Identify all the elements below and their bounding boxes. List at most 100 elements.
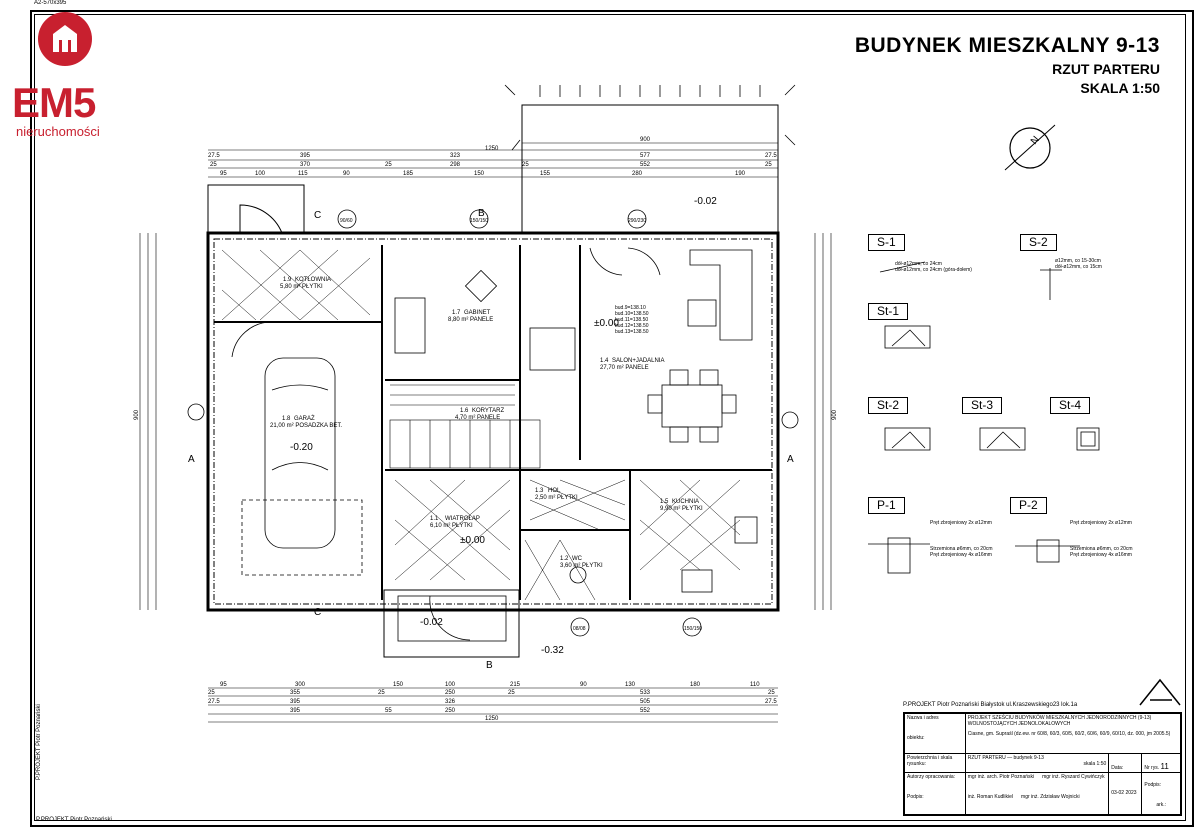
side-company-text: P.PROJEKT Piotr Poznański (36, 704, 42, 780)
room-name: SALON+JADALNIA (612, 358, 665, 364)
elevation-note: bud.13=138.50 (615, 329, 649, 335)
dim-label: 150 (474, 171, 485, 177)
detail-label-p2: P-2 (1010, 497, 1047, 514)
room-name: WC (572, 556, 583, 562)
section-marker: B (478, 208, 485, 219)
section-marker: C (314, 210, 321, 221)
dim-label: 90 (343, 171, 350, 177)
dim-label: 90 (580, 682, 587, 688)
dim-label: 25 (765, 162, 772, 168)
detail-label-p1: P-1 (868, 497, 905, 514)
dim-label: 95 (220, 682, 227, 688)
tb-address: Ciasne, gm. Supraśl (dz.ew. nr 60/8, 60/… (967, 731, 1171, 737)
dim-label: 250 (445, 708, 456, 714)
dim-label: 95 (220, 171, 227, 177)
tb-label: Nazwa i adres (907, 715, 939, 721)
detail-sections (868, 261, 1100, 574)
room-number: 1.1 (430, 516, 439, 522)
drawing-frame (30, 10, 1194, 827)
dim-label: 300 (295, 682, 306, 688)
dim-label: 27.5 (208, 153, 220, 159)
living-furniture (647, 249, 753, 443)
room-name: KUCHNIA (672, 499, 699, 505)
dim-label: 27.5 (208, 699, 220, 705)
level-mark: ±0.00 (594, 318, 619, 329)
dim-label: 395 (290, 708, 301, 714)
window-markers (187, 209, 799, 637)
room-area: 2,50 m² PŁYTKI (535, 495, 578, 501)
detail-label-st2: St-2 (868, 397, 909, 414)
tb-label: obiektu: (907, 735, 925, 741)
sun-rays (504, 84, 796, 151)
elevation-note: bud.10=138.50 (615, 311, 649, 317)
tb-label: Data: (1108, 753, 1143, 773)
dim-label: 533 (640, 690, 651, 696)
north-arrow-icon (1009, 127, 1051, 169)
room-name: HOL (548, 488, 561, 494)
tb-author: mgr inż. arch. Piotr Poznański (967, 773, 1035, 780)
elevation-note: bud.11=138.50 (615, 317, 648, 323)
tb-date: 03-02 2023 (1108, 771, 1143, 816)
tb-label: Podpis: (907, 793, 924, 800)
tile-hatch (221, 249, 741, 601)
room-number: 1.6 (460, 408, 469, 414)
room-number: 1.9 (283, 277, 292, 283)
dim-label: 577 (640, 153, 651, 159)
dim-label: 100 (255, 171, 266, 177)
sheet-format-label: A2-570x395 (34, 0, 67, 6)
dim-label: 250 (445, 690, 456, 696)
room-number: 1.7 (452, 310, 461, 316)
dim-label: 185 (403, 171, 414, 177)
dim-label: 27.5 (765, 699, 777, 705)
exterior-wall (206, 231, 780, 612)
dim-label: 323 (450, 153, 461, 159)
detail-label-s2: S-2 (1020, 234, 1057, 251)
dim-label: 280 (632, 171, 643, 177)
tb-label: Podpis: (1144, 781, 1162, 788)
logo-brand: EM5 (12, 79, 96, 126)
tb-label: Nr rys. (1144, 764, 1160, 771)
stairs (389, 384, 541, 469)
logo-subtitle: nieruchomości (16, 124, 100, 139)
dim-label: 25 (385, 162, 392, 168)
room-area: 21,00 m² POSADZKA BET. (270, 423, 342, 429)
dim-label: 326 (445, 699, 456, 705)
dim-label: 190 (735, 171, 746, 177)
room-number: 1.5 (660, 499, 669, 505)
room-number: 1.8 (282, 416, 291, 422)
drawing-title: BUDYNEK MIESZKALNY 9-13 (854, 34, 1160, 57)
dim-bottom-total: 1250 (485, 716, 499, 722)
terrace (521, 104, 779, 234)
room-name: KORYTARZ (472, 408, 504, 414)
tb-label: ark.: (1156, 801, 1167, 808)
tb-author: mgr inż. Zdzisław Wojnicki (1021, 793, 1080, 800)
room-name: GABINET (464, 310, 491, 316)
room-area: 5,80 m² PŁYTKI (280, 284, 323, 290)
detail-label-st1: St-1 (868, 303, 909, 320)
room-area: 8,80 m² PANELE (448, 317, 493, 323)
roof-symbol-icon (1139, 678, 1181, 706)
tb-drawing-number: 11 (1160, 761, 1169, 771)
window-label: 150/150 (470, 218, 488, 224)
room-number: 1.4 (600, 358, 609, 364)
dim-right-total: 900 (832, 409, 838, 420)
section-marker: A (787, 454, 794, 465)
dim-label: 110 (750, 682, 760, 688)
dim-left-total: 900 (134, 409, 140, 420)
level-mark: -0.02 (420, 617, 443, 628)
tb-label: Autorzy opracowania: (907, 773, 956, 780)
dim-label: 370 (300, 162, 311, 168)
house-logo-icon (38, 12, 92, 66)
room-number: 1.2 (560, 556, 569, 562)
dim-top-total: 1250 (485, 146, 499, 152)
elevation-note: bud.9=138.10 (615, 305, 646, 311)
dim-label: 25 (378, 690, 385, 696)
tb-author: inż. Roman Kudlikiel (967, 793, 1014, 800)
dim-label: 298 (450, 162, 461, 168)
dim-label: 155 (540, 171, 551, 177)
